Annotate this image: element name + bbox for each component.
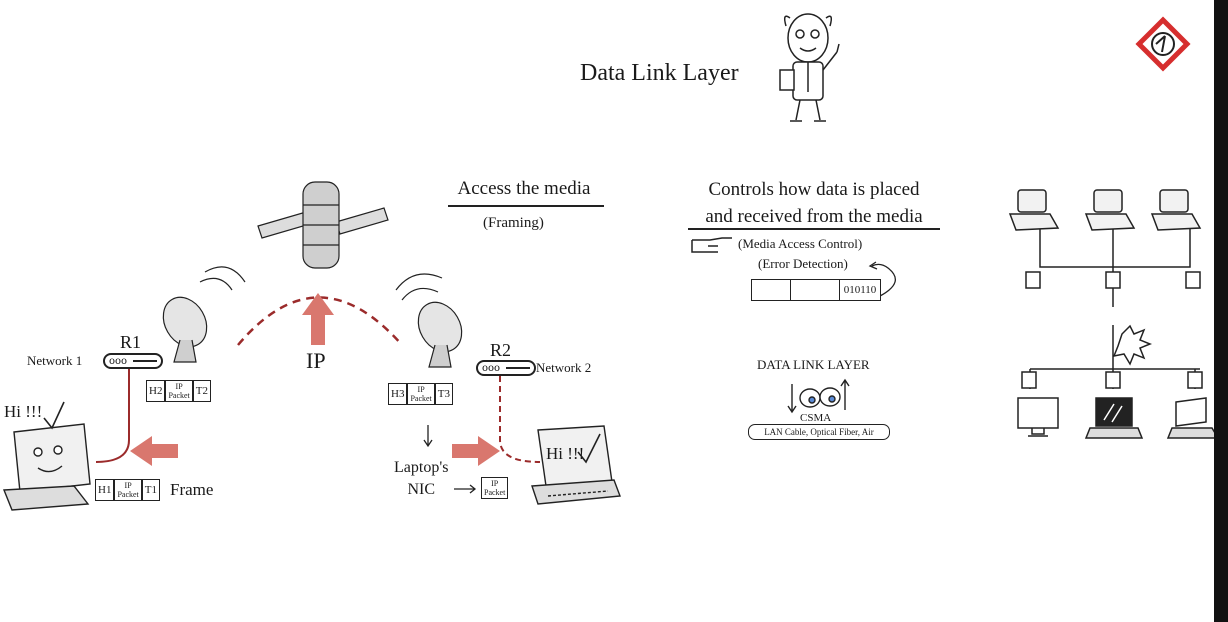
ip-up-arrow	[302, 293, 334, 345]
bits-value: 010110	[843, 284, 877, 296]
pointing-hand-icon	[691, 237, 732, 253]
network-2-label: Network 2	[536, 360, 592, 375]
greeting-right: Hi !!!	[546, 444, 585, 463]
ip-label: IP	[306, 348, 326, 373]
greeting-left: Hi !!!	[4, 402, 43, 421]
access-media-heading: Access the media	[457, 178, 591, 199]
professor-illustration	[779, 13, 840, 122]
controls-heading: Controls how data is placed and received…	[705, 179, 923, 227]
dll-label: DATA LINK LAYER	[757, 357, 870, 372]
error-label: (Error Detection)	[758, 256, 848, 271]
r1-host-link	[95, 368, 130, 463]
router-dots: ooo	[109, 355, 128, 367]
mac-label: (Media Access Control)	[738, 236, 863, 251]
network-topology-illustration	[1008, 189, 1220, 439]
csma-illustration	[787, 378, 850, 414]
r2-router: ooo	[476, 360, 536, 376]
dish-right-illustration	[395, 273, 463, 368]
brand-logo	[1135, 16, 1191, 72]
signal-path	[237, 296, 403, 346]
heading-divider	[448, 205, 604, 207]
framing-label: (Framing)	[483, 215, 544, 231]
satellite-illustration	[257, 181, 389, 269]
controls-divider	[688, 228, 940, 230]
page-title: Data Link Layer	[580, 60, 739, 86]
right-arrow	[452, 436, 500, 466]
r2-label: R2	[490, 340, 512, 360]
bit-frame: 010110	[751, 279, 881, 301]
laptop-nic-label: Laptop's NIC	[394, 459, 449, 498]
r1-router: ooo	[103, 353, 163, 369]
media-label: LAN Cable, Optical Fiber, Air	[748, 424, 890, 440]
laptop-illustration	[531, 425, 621, 505]
r2-laptop-link	[499, 376, 541, 463]
desktop-computer-illustration	[2, 423, 91, 511]
dish-left-illustration	[162, 266, 246, 363]
csma-label: CSMA	[800, 412, 832, 424]
network-1-label: Network 1	[27, 353, 83, 368]
r1-label: R1	[120, 332, 142, 352]
left-arrow	[130, 436, 178, 466]
frame-label: Frame	[170, 480, 214, 499]
window-edge	[1214, 0, 1228, 622]
